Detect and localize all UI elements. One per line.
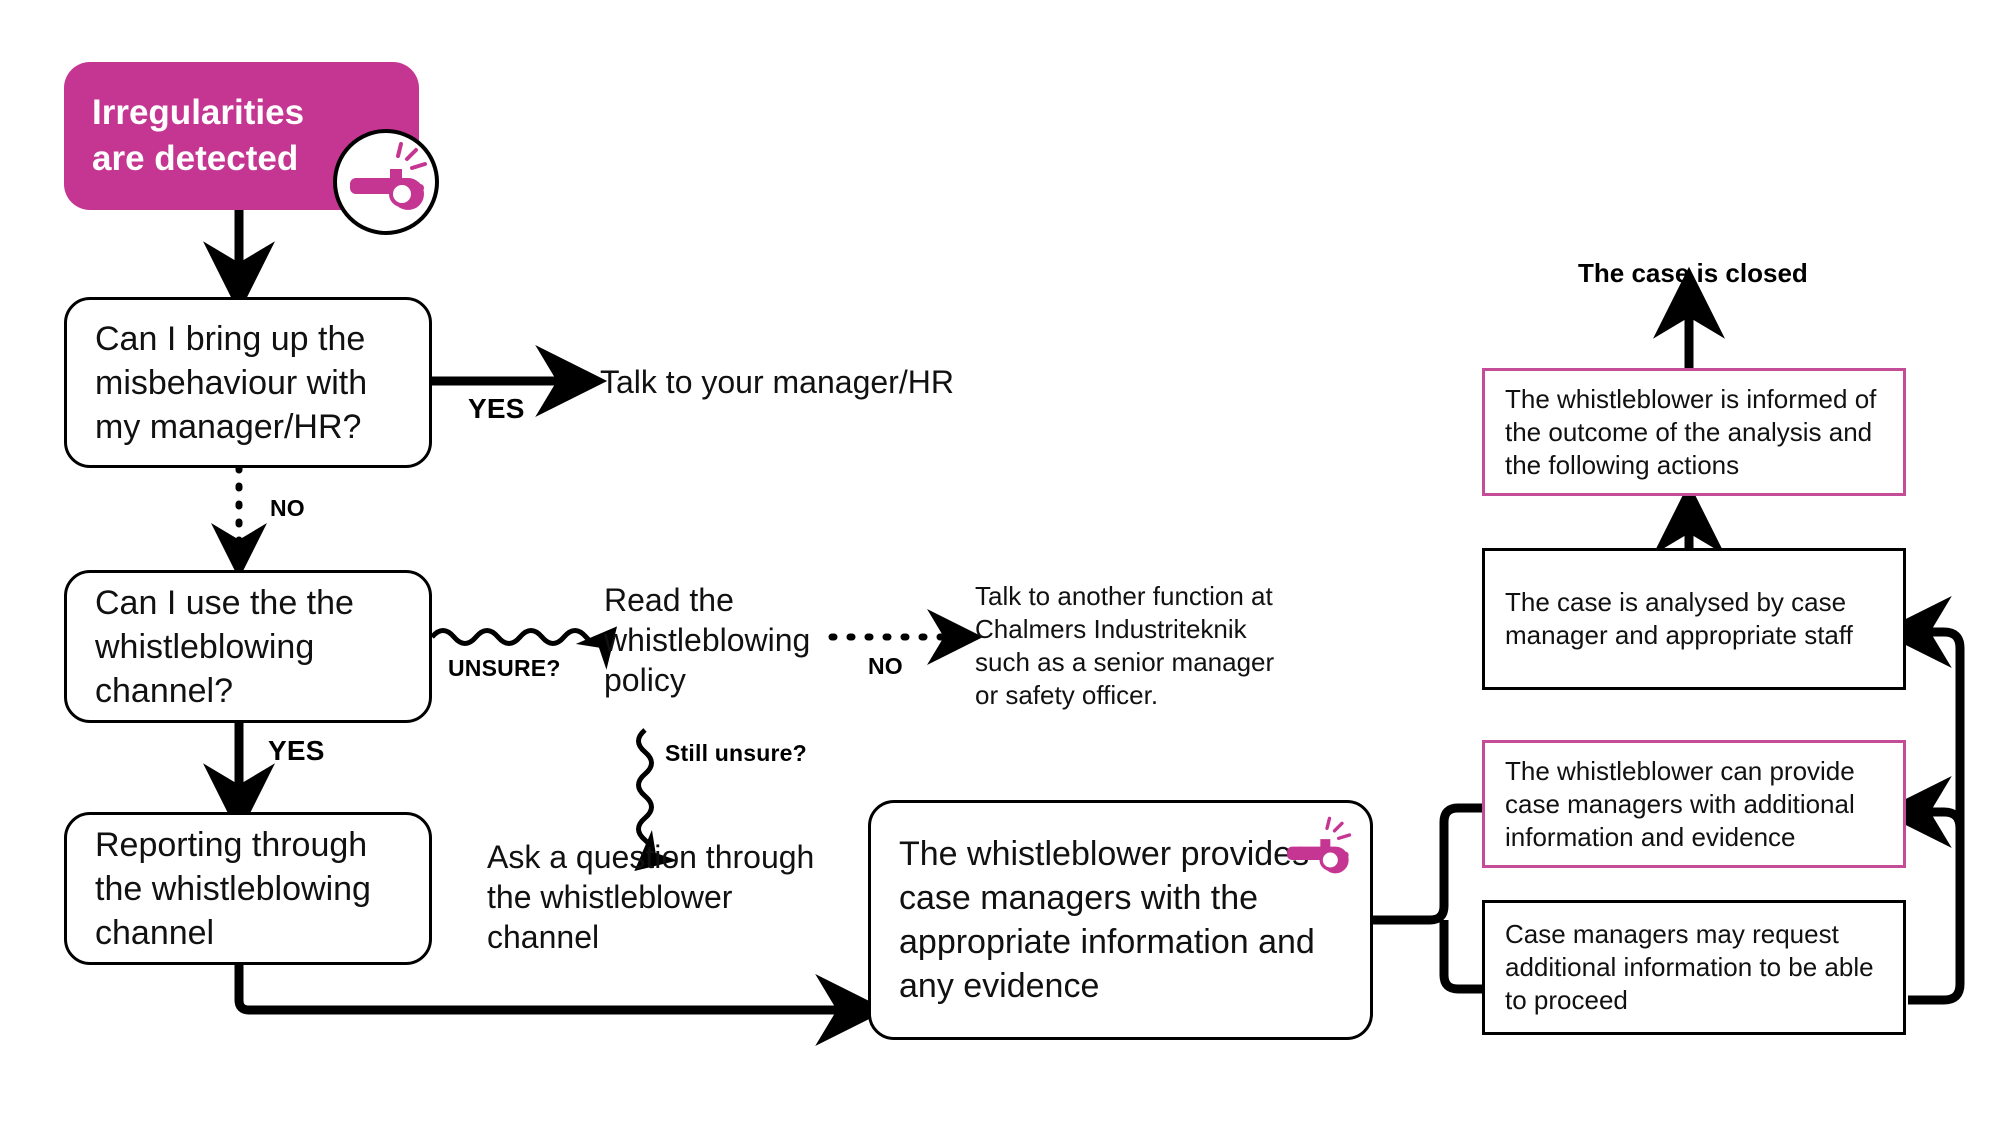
node-whistleblower-can-provide-label: The whistleblower can provide case manag…: [1505, 755, 1855, 852]
node-case-analysed[interactable]: The case is analysed by case manager and…: [1482, 548, 1906, 690]
node-case-analysed-label: The case is analysed by case manager and…: [1505, 587, 1853, 650]
node-whistleblower-informed[interactable]: The whistleblower is informed of the out…: [1482, 368, 1906, 496]
node-whistleblower-can-provide[interactable]: The whistleblower can provide case manag…: [1482, 740, 1906, 868]
node-ask-question: Ask a question through the whistleblower…: [487, 839, 815, 955]
node-question-manager-hr[interactable]: Can I bring up the misbehaviour with my …: [64, 297, 432, 468]
node-read-policy: Read the whistleblowing policy: [604, 582, 811, 698]
edge-label-still-unsure: Still unsure?: [665, 740, 807, 766]
whistle-icon: [332, 128, 440, 236]
node-talk-other-function: Talk to another function at Chalmers Ind…: [975, 581, 1275, 710]
node-case-managers-may-request-label: Case managers may request additional inf…: [1505, 919, 1874, 1015]
edge-label-no-2: NO: [868, 653, 903, 679]
start-label-line2: are detected: [92, 139, 299, 178]
node-whistleblower-informed-label: The whistleblower is informed of the out…: [1505, 383, 1877, 480]
edge-label-no-1: NO: [270, 495, 305, 521]
node-reporting-through-channel-label: Reporting through the whistleblowing cha…: [95, 825, 371, 952]
node-talk-to-manager-hr: Talk to your manager/HR: [600, 364, 954, 400]
edge-label-unsure: UNSURE?: [448, 655, 561, 681]
node-question-whistleblowing-channel[interactable]: Can I use the the whistleblowing channel…: [64, 570, 432, 723]
node-question-manager-hr-label: Can I bring up the misbehaviour with my …: [95, 319, 368, 446]
node-whistleblower-provides-info[interactable]: The whistleblower provides case managers…: [868, 800, 1373, 1040]
node-whistleblower-provides-info-label: The whistleblower provides case managers…: [899, 835, 1315, 1005]
node-question-whistleblowing-channel-label: Can I use the the whistleblowing channel…: [95, 583, 354, 710]
node-case-managers-may-request[interactable]: Case managers may request additional inf…: [1482, 900, 1906, 1035]
start-label-line1: Irregularities: [92, 93, 305, 132]
node-irregularities-detected-label: Irregularities are detected: [64, 90, 419, 182]
edge-label-yes-2: YES: [268, 735, 325, 766]
whistle-icon: [1272, 805, 1362, 895]
edge-label-yes-1: YES: [468, 393, 525, 424]
label-case-is-closed: The case is closed: [1578, 258, 1808, 288]
node-reporting-through-channel[interactable]: Reporting through the whistleblowing cha…: [64, 812, 432, 965]
